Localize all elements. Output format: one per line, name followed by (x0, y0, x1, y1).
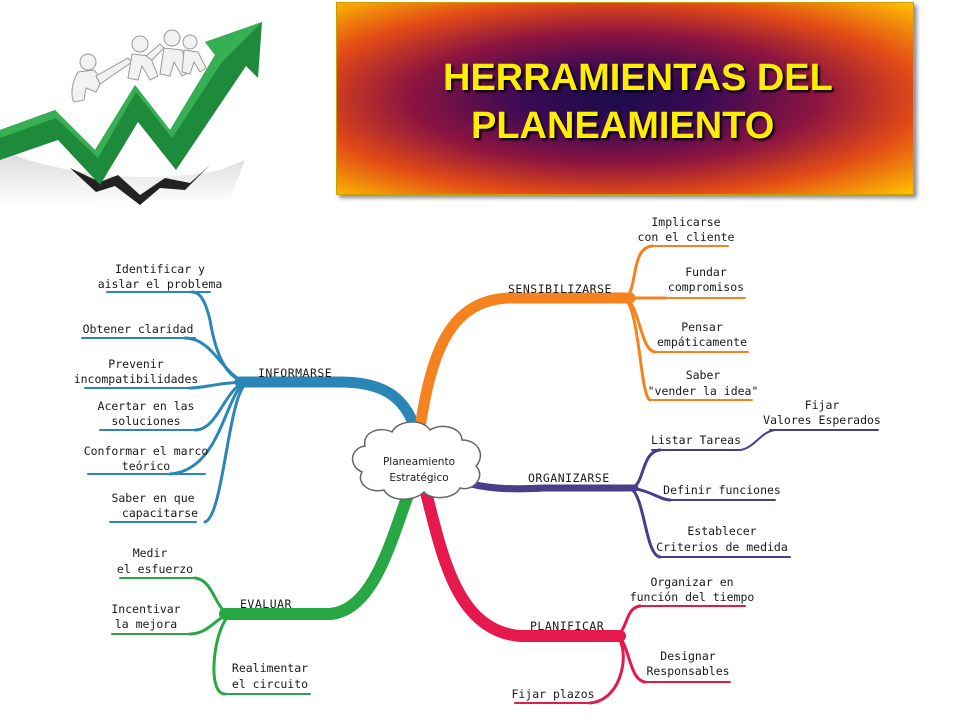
item-fijar-valores-line-2: Valores Esperados (763, 413, 881, 427)
green-growth-arrow (0, 22, 262, 185)
item-saber-vender-line-2: "vender la idea" (648, 384, 759, 398)
informarse-items: Identificar y aislar el problema Obtener… (74, 262, 223, 520)
item-establecer-line-2: Criterios de medida (656, 540, 788, 554)
item-designar-line-2: Responsables (646, 664, 729, 678)
item-establecer-line-1: Establecer (687, 524, 756, 538)
item-implicarse-line-2: con el cliente (638, 230, 735, 244)
ground-crack (0, 150, 245, 205)
planificar-branch (414, 464, 746, 705)
title-line-2: PLANEAMIENTO (471, 105, 775, 147)
item-fijar-plazos: Fijar plazos (511, 687, 594, 701)
title-line-1: HERRAMIENTAS DEL (443, 57, 833, 99)
item-pensar-line-1: Pensar (681, 320, 723, 334)
item-fijar-valores-line-1: Fijar (805, 398, 840, 412)
item-realimentar-line-2: el circuito (232, 677, 308, 691)
item-saber-vender-line-1: Saber (686, 368, 721, 382)
item-fundar-line-1: Fundar (685, 265, 727, 279)
item-obtener-claridad: Obtener claridad (83, 322, 194, 336)
title-banner: HERRAMIENTAS DEL PLANEAMIENTO (336, 2, 914, 195)
item-prevenir-line-1: Prevenir (108, 357, 163, 371)
climbing-people-figures (71, 29, 207, 103)
item-realimentar-line-1: Realimentar (232, 661, 308, 675)
branch-label-sensibilizarse: SENSIBILIZARSE (508, 282, 612, 296)
item-incentivar-line-2: la mejora (115, 617, 177, 631)
item-medir-line-1: Medir (133, 546, 168, 560)
item-conformar-line-1: Conformar el marco (84, 444, 209, 458)
item-conformar-line-2: teórico (122, 459, 171, 473)
evaluar-items: Medir el esfuerzo Incentivar la mejora R… (111, 546, 308, 691)
item-organizar-tiempo-line-1: Organizar en (650, 575, 733, 589)
sensibilizarse-items: Implicarse con el cliente Fundar comprom… (638, 215, 759, 398)
center-label-line-1: Planeamiento (383, 456, 455, 468)
item-definir-funciones: Definir funciones (663, 483, 781, 497)
center-node: Planeamiento Estratégico (351, 421, 482, 500)
item-identificar-line-1: Identificar y (115, 262, 205, 276)
organizarse-items: Listar Tareas Definir funciones Establec… (651, 398, 881, 554)
item-acertar-line-2: soluciones (111, 414, 180, 428)
item-listar-tareas: Listar Tareas (651, 433, 741, 447)
branch-label-informarse: INFORMARSE (258, 366, 332, 380)
item-fundar-line-2: compromisos (668, 280, 744, 294)
branch-label-planificar: PLANIFICAR (530, 619, 604, 633)
center-label-line-2: Estratégico (389, 472, 448, 484)
branch-label-organizarse: ORGANIZARSE (528, 471, 610, 485)
item-incentivar-line-1: Incentivar (111, 602, 180, 616)
item-prevenir-line-2: incompatibilidades (74, 372, 199, 386)
item-designar-line-1: Designar (660, 649, 715, 663)
item-saber-capacitarse-line-2: capacitarse (122, 506, 198, 520)
branch-label-evaluar: EVALUAR (240, 597, 292, 611)
center-cloud-shape (351, 421, 482, 500)
item-organizar-tiempo-line-2: función del tiempo (630, 590, 755, 604)
item-implicarse-line-1: Implicarse (651, 215, 720, 229)
item-pensar-line-2: empáticamente (657, 335, 747, 349)
item-saber-capacitarse-line-1: Saber en que (111, 491, 194, 505)
planificar-items: Organizar en función del tiempo Designar… (511, 575, 754, 701)
item-identificar-line-2: aislar el problema (98, 277, 223, 291)
teamwork-growth-illustration (0, 22, 262, 205)
organizarse-branch (426, 429, 879, 559)
item-acertar-line-1: Acertar en las (98, 399, 195, 413)
sensibilizarse-branch (412, 244, 753, 446)
item-medir-line-2: el esfuerzo (117, 562, 193, 576)
